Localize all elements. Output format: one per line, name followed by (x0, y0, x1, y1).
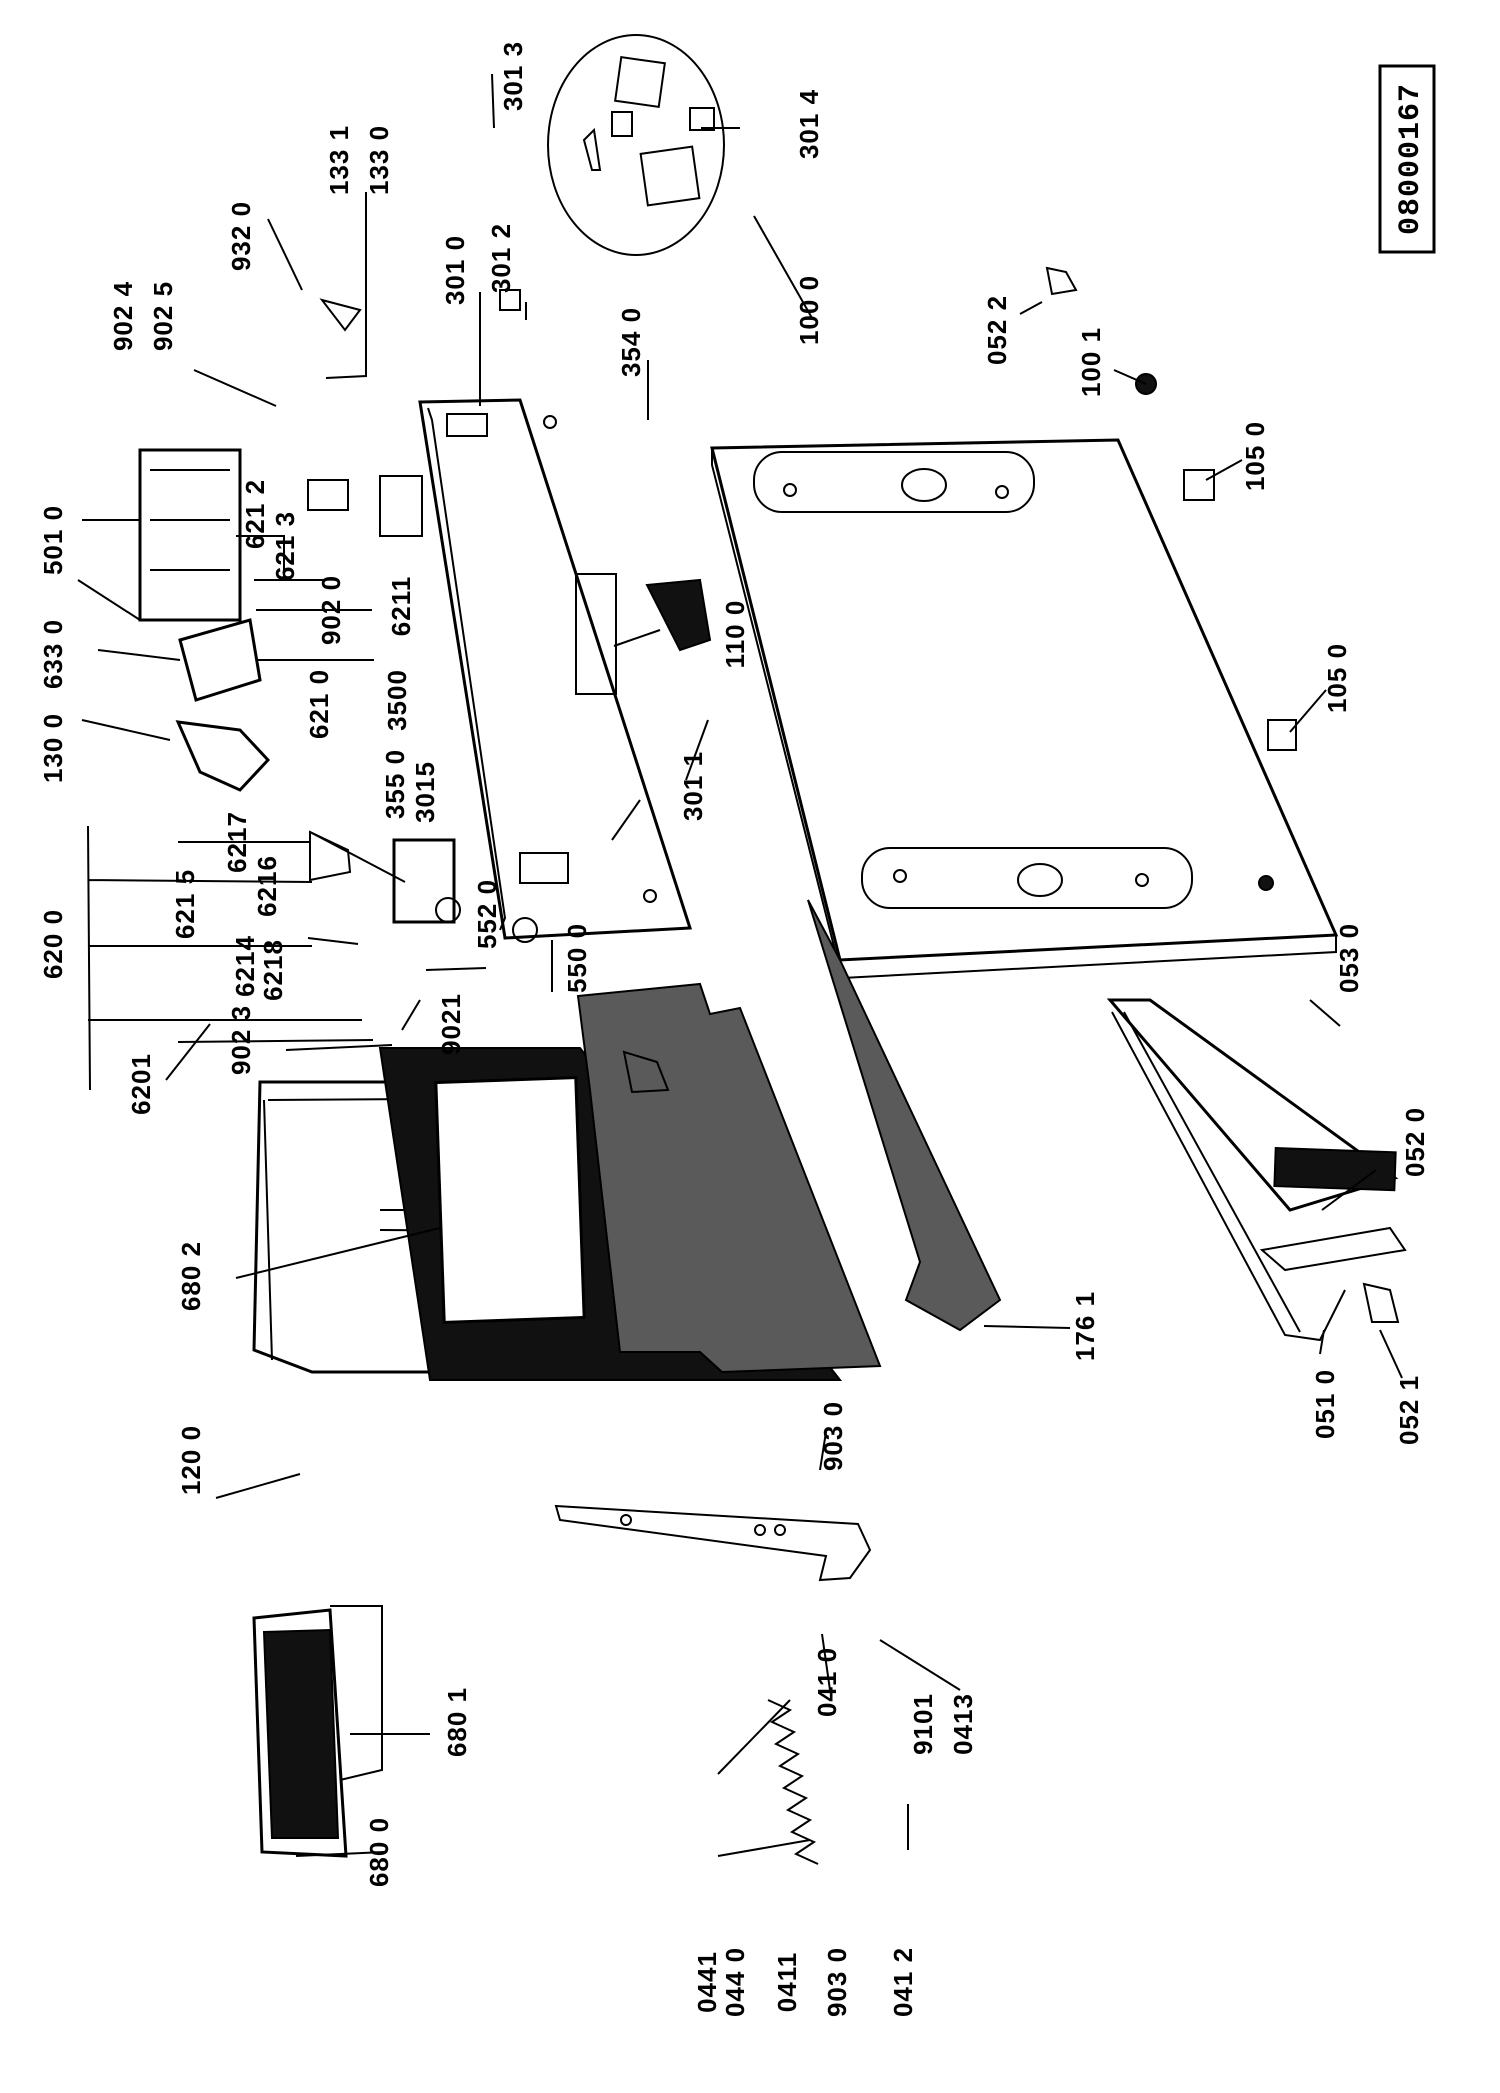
label-9021: 9021 (436, 993, 466, 1055)
label-5500: 550 0 (562, 923, 592, 993)
label-6330: 633 0 (38, 619, 68, 689)
label-3550: 355 0 (380, 749, 410, 819)
label-9023: 902 3 (226, 1005, 256, 1075)
label-0411: 0411 (772, 1952, 802, 2012)
label-3011: 301 1 (678, 751, 708, 821)
insulation-sheet (576, 982, 882, 1374)
handle-assembly (252, 1605, 383, 1858)
label-6801: 680 1 (442, 1687, 472, 1757)
label-6218: 6218 (258, 939, 288, 1001)
label-6216: 6216 (252, 855, 282, 917)
base-plate (710, 438, 1339, 979)
label-6210: 621 0 (304, 669, 334, 739)
reference-code: 08000167 (1394, 83, 1428, 235)
label-1000: 100 0 (794, 275, 824, 345)
label-9101: 9101 (908, 1693, 938, 1755)
hinge-arm (554, 1504, 872, 1582)
label-9030-lower: 903 0 (822, 1947, 852, 2017)
label-9020: 902 0 (316, 575, 346, 645)
label-9024: 902 4 (108, 281, 138, 351)
spring (767, 1699, 819, 1865)
label-3013: 301 3 (498, 41, 528, 111)
label-1001: 100 1 (1076, 327, 1106, 397)
label-0441: 0441 (692, 1951, 722, 2013)
label-6217: 6217 (222, 811, 252, 873)
label-9030-upper: 903 0 (818, 1401, 848, 1471)
label-0520: 052 0 (1400, 1107, 1430, 1177)
label-6214: 6214 (230, 935, 260, 997)
label-6212: 621 2 (240, 479, 270, 549)
small-parts (138, 266, 1400, 1323)
label-1050-upper: 105 0 (1240, 421, 1270, 491)
label-3500: 3500 (382, 669, 412, 731)
label-0530: 053 0 (1334, 923, 1364, 993)
label-1200: 120 0 (176, 1425, 206, 1495)
label-3010: 301 0 (440, 235, 470, 305)
label-0510: 051 0 (1310, 1369, 1340, 1439)
label-6800: 680 0 (364, 1817, 394, 1887)
label-6200: 620 0 (38, 909, 68, 979)
leader-lines (77, 73, 1403, 1857)
label-9025: 902 5 (148, 281, 178, 351)
label-0412: 041 2 (888, 1947, 918, 2017)
label-0410: 041 0 (812, 1647, 842, 1717)
label-1761: 176 1 (1070, 1291, 1100, 1361)
label-1300: 130 0 (38, 713, 68, 783)
label-5010: 501 0 (38, 505, 68, 575)
part-labels: 301 3 301 4 133 1 133 0 932 0 902 4 902 … (38, 41, 1430, 2017)
label-6802: 680 2 (176, 1241, 206, 1311)
label-0440: 044 0 (720, 1947, 750, 2017)
console-panel (418, 398, 693, 940)
label-6211: 6211 (386, 576, 416, 636)
label-6215: 621 5 (170, 869, 200, 939)
label-3540: 354 0 (616, 307, 646, 377)
label-0413: 0413 (948, 1693, 978, 1755)
label-1050-lower: 105 0 (1322, 643, 1352, 713)
label-1331: 133 1 (324, 125, 354, 195)
side-rail (1106, 998, 1407, 1342)
label-5520: 552 0 (472, 879, 502, 949)
detail-circle (547, 34, 725, 256)
reference-code-box: 08000167 (1378, 64, 1436, 254)
insulation-rail (807, 899, 1002, 1332)
label-3012: 301 2 (486, 223, 516, 293)
label-9320: 932 0 (226, 201, 256, 271)
label-6213: 621 3 (270, 511, 300, 581)
label-0521: 052 1 (1394, 1375, 1424, 1445)
label-3014: 301 4 (794, 89, 824, 159)
label-3015: 3015 (410, 761, 440, 823)
label-0522: 052 2 (982, 295, 1012, 365)
label-6201: 6201 (126, 1053, 156, 1115)
label-1330: 133 0 (364, 125, 394, 195)
label-1100: 110 0 (720, 600, 750, 669)
